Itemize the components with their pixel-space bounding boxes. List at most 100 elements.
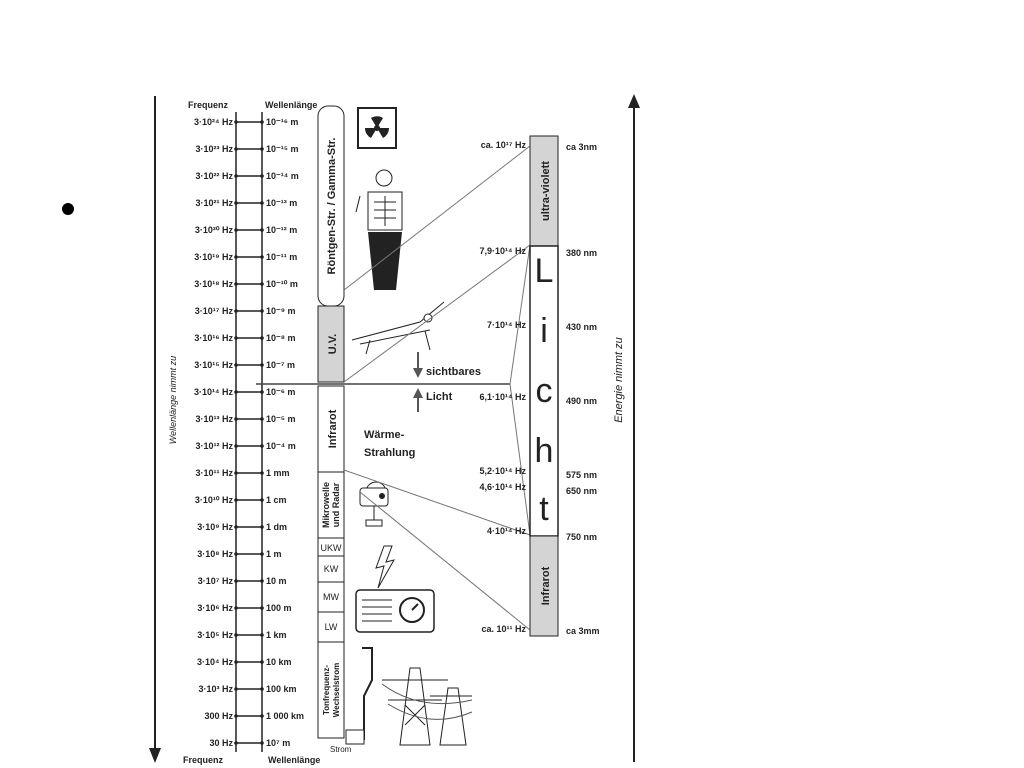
scale-dot [260,174,264,178]
scale-dot [234,471,238,475]
scale-dot [234,417,238,421]
scale-dot [234,120,238,124]
frequency-tick-label: 3·10²⁴ Hz [194,117,233,127]
zoom-wavelength-label: ca 3mm [566,626,600,636]
band-uv-box [317,305,345,383]
visible-light-arrows [413,352,423,412]
scale-dot [260,282,264,286]
wavelength-tick-label: 10⁻⁹ m [266,306,296,316]
scale-dot [260,660,264,664]
light-letter: L [535,252,554,290]
right-axis-label: Energie nimmt zu [613,337,625,423]
zoom-connector-lines [343,145,531,631]
scale-dot [260,444,264,448]
frequency-tick-label: 3·10⁷ Hz [198,576,234,586]
scale-dot [234,741,238,745]
light-letter: c [536,372,553,410]
frequency-tick-label: 3·10²² Hz [195,171,233,181]
zoom-frequency-label: ca. 10¹¹ Hz [481,624,526,634]
zoom-wavelength-label: 650 nm [566,486,597,496]
scale-dot [234,363,238,367]
frequency-tick-label: 3·10²⁰ Hz [195,225,234,235]
frequency-tick-label: 3·10¹³ Hz [195,414,233,424]
wavelength-tick-label: 10⁻¹⁰ m [266,279,298,289]
frequency-tick-label: 3·10⁹ Hz [197,522,233,532]
frequency-tick-label: 30 Hz [209,738,233,748]
wavelength-tick-label: 10⁷ m [266,738,290,748]
frequency-tick-label: 3·10⁴ Hz [197,657,233,667]
band-ton-label-1: Tonfrequenz- [322,665,331,715]
band-ton-label-2: Wechselstrom [332,663,341,718]
frequency-tick-label: 3·10²³ Hz [195,144,233,154]
power-pylon-icon [381,667,473,746]
scale-dot [234,552,238,556]
wavelength-header-top: Wellenlänge [265,100,317,110]
scale-dot [260,336,264,340]
visible-light-label-1: sichtbares [426,366,481,378]
frequency-tick-label: 3·10⁸ Hz [197,549,233,559]
light-letter: t [539,490,549,528]
band-microwave-label-2: und Radar [331,482,341,527]
band-microwave-box [317,471,345,539]
scale-dot [260,120,264,124]
wavelength-tick-label: 100 km [266,684,297,694]
zoom-frequency-label: 4·10¹⁴ Hz [487,526,526,536]
frequency-tick-label: 3·10⁵ Hz [197,630,233,640]
zoom-frequency-label: 7,9·10¹⁴ Hz [480,246,527,256]
light-letters: Licht [535,252,554,528]
frequency-tick-label: 3·10¹⁶ Hz [194,333,233,343]
frequency-tick-label: 3·10¹⁸ Hz [194,279,233,289]
scale-dot [260,579,264,583]
scale-dot [260,201,264,205]
zoom-frequency-label: 7·10¹⁴ Hz [487,320,526,330]
wavelength-tick-label: 1 cm [266,495,287,505]
zoom-column [529,135,559,637]
scale-dot [234,228,238,232]
scale-dot [260,390,264,394]
wavelength-tick-label: 10⁻¹² m [266,225,297,235]
scale-dot [234,714,238,718]
frequency-tick-label: 3·10²¹ Hz [195,198,233,208]
wavelength-tick-label: 10⁻⁵ m [266,414,296,424]
band-kw-label: KW [324,564,339,574]
scale-dot [260,147,264,151]
scale-dot [234,255,238,259]
xray-person-icon [355,169,403,290]
wavelength-tick-label: 1 m [266,549,282,559]
band-infrared-label: Infrarot [327,409,339,448]
wavelength-tick-label: 100 m [266,603,292,613]
zoom-wavelength-label: 380 nm [566,248,597,258]
scale-dot [234,147,238,151]
scale-dot [234,498,238,502]
wavelength-tick-label: 1 km [266,630,287,640]
scale-ladder [235,112,263,752]
wavelength-tick-label: 10 km [266,657,292,667]
zoom-frequency-label: 4,6·10¹⁴ Hz [480,482,527,492]
light-letter: i [540,312,548,350]
zoom-wavelength-label: 490 nm [566,396,597,406]
wavelength-tick-label: 10⁻⁶ m [266,387,295,397]
band-gamma-label: Röntgen-Str. / Gamma-Str. [326,138,338,275]
wavelength-tick-label: 10⁻¹³ m [266,198,297,208]
frequency-tick-label: 3·10¹⁰ Hz [195,495,234,505]
visible-light-label-2: Licht [426,391,453,403]
scale-dot [234,579,238,583]
wavelength-tick-label: 10⁻¹¹ m [266,252,297,262]
band-infrared-box [317,385,345,473]
scale-dot [234,336,238,340]
band-ton-box [317,641,345,739]
wavelength-tick-label: 1 000 km [266,711,304,721]
wavelength-tick-label: 10⁻¹⁵ m [266,144,299,154]
left-axis-label: Wellenlänge nimmt zu [168,356,178,444]
scale-dot [260,552,264,556]
zoom-uv-box [529,135,559,247]
frequency-header-bottom: Frequenz [183,755,224,765]
frequency-tick-label: 3·10¹⁷ Hz [195,306,234,316]
scale-dot [234,174,238,178]
wavelength-tick-label: 10⁻⁴ m [266,441,296,451]
frequency-tick-label: 300 Hz [204,711,233,721]
